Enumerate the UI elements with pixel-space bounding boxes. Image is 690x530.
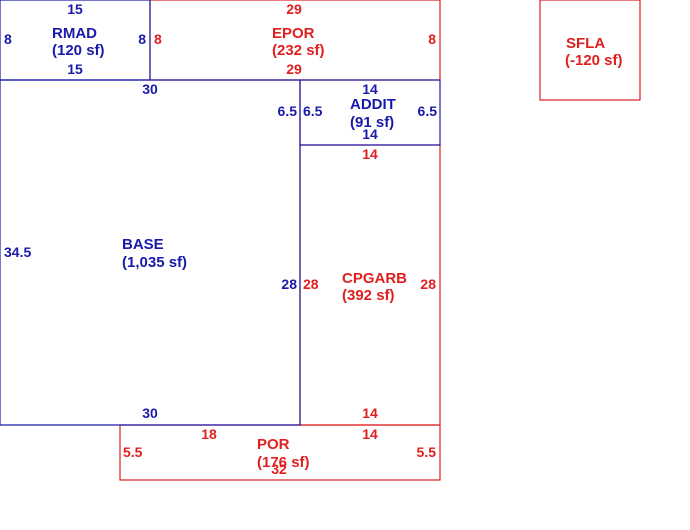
area-cpgarb-sqft: (392 sf) [342, 287, 395, 304]
area-epor-sqft: (232 sf) [272, 42, 325, 59]
epor-dim-bottom: 29 [286, 61, 302, 77]
area-base-name: BASE [122, 236, 164, 253]
base-dim-right-lower: 28 [281, 276, 297, 292]
cpgarb-dim-right: 28 [420, 276, 436, 292]
cpgarb-dim-left: 28 [303, 276, 319, 292]
addit-dim-right: 6.5 [418, 103, 438, 119]
area-cpgarb: CPGARB (392 sf) 14 14 28 28 [299, 144, 441, 426]
base-dim-bottom: 30 [142, 405, 158, 421]
area-sfla: SFLA (-120 sf) [539, 0, 641, 101]
area-addit-sqft: (91 sf) [350, 114, 394, 131]
por-dim-top-left: 18 [201, 426, 217, 442]
addit-dim-top: 14 [362, 81, 378, 97]
area-por: POR (176 sf) 18 14 32 5.5 5.5 [119, 424, 441, 481]
area-addit-outline [299, 79, 441, 146]
area-rmad-sqft: (120 sf) [52, 42, 105, 59]
area-base-outline [0, 79, 301, 426]
base-dim-right-upper: 6.5 [278, 103, 298, 119]
area-base-sqft: (1,035 sf) [122, 254, 187, 271]
area-epor: EPOR (232 sf) 29 29 8 8 [149, 0, 441, 81]
addit-dim-left: 6.5 [303, 103, 323, 119]
cpgarb-dim-bottom: 14 [362, 405, 378, 421]
area-rmad-name: RMAD [52, 25, 97, 42]
area-rmad: RMAD (120 sf) 15 15 8 8 [0, 0, 151, 81]
area-por-name: POR [257, 436, 290, 453]
area-sfla-name: SFLA [566, 35, 605, 52]
area-sfla-sqft: (-120 sf) [565, 52, 623, 69]
area-sfla-outline [539, 0, 641, 101]
area-epor-name: EPOR [272, 25, 315, 42]
rmad-dim-bottom: 15 [67, 61, 83, 77]
area-addit-name: ADDIT [350, 96, 396, 113]
por-dim-left: 5.5 [123, 444, 143, 460]
epor-dim-left: 8 [154, 31, 162, 47]
addit-dim-bottom: 14 [362, 126, 378, 142]
por-dim-right: 5.5 [417, 444, 437, 460]
por-dim-bottom: 32 [271, 461, 287, 477]
area-base: BASE (1,035 sf) 30 30 34.5 6.5 28 [0, 79, 301, 426]
area-addit: ADDIT (91 sf) 14 14 6.5 6.5 [299, 79, 441, 146]
base-dim-left: 34.5 [4, 244, 31, 260]
cpgarb-dim-top: 14 [362, 146, 378, 162]
base-dim-top: 30 [142, 81, 158, 97]
rmad-dim-top: 15 [67, 1, 83, 17]
por-dim-top-right: 14 [362, 426, 378, 442]
epor-dim-right: 8 [428, 31, 436, 47]
area-cpgarb-name: CPGARB [342, 270, 407, 287]
epor-dim-top: 29 [286, 1, 302, 17]
area-por-sqft: (176 sf) [257, 454, 310, 471]
rmad-dim-right: 8 [138, 31, 146, 47]
rmad-dim-left: 8 [4, 31, 12, 47]
